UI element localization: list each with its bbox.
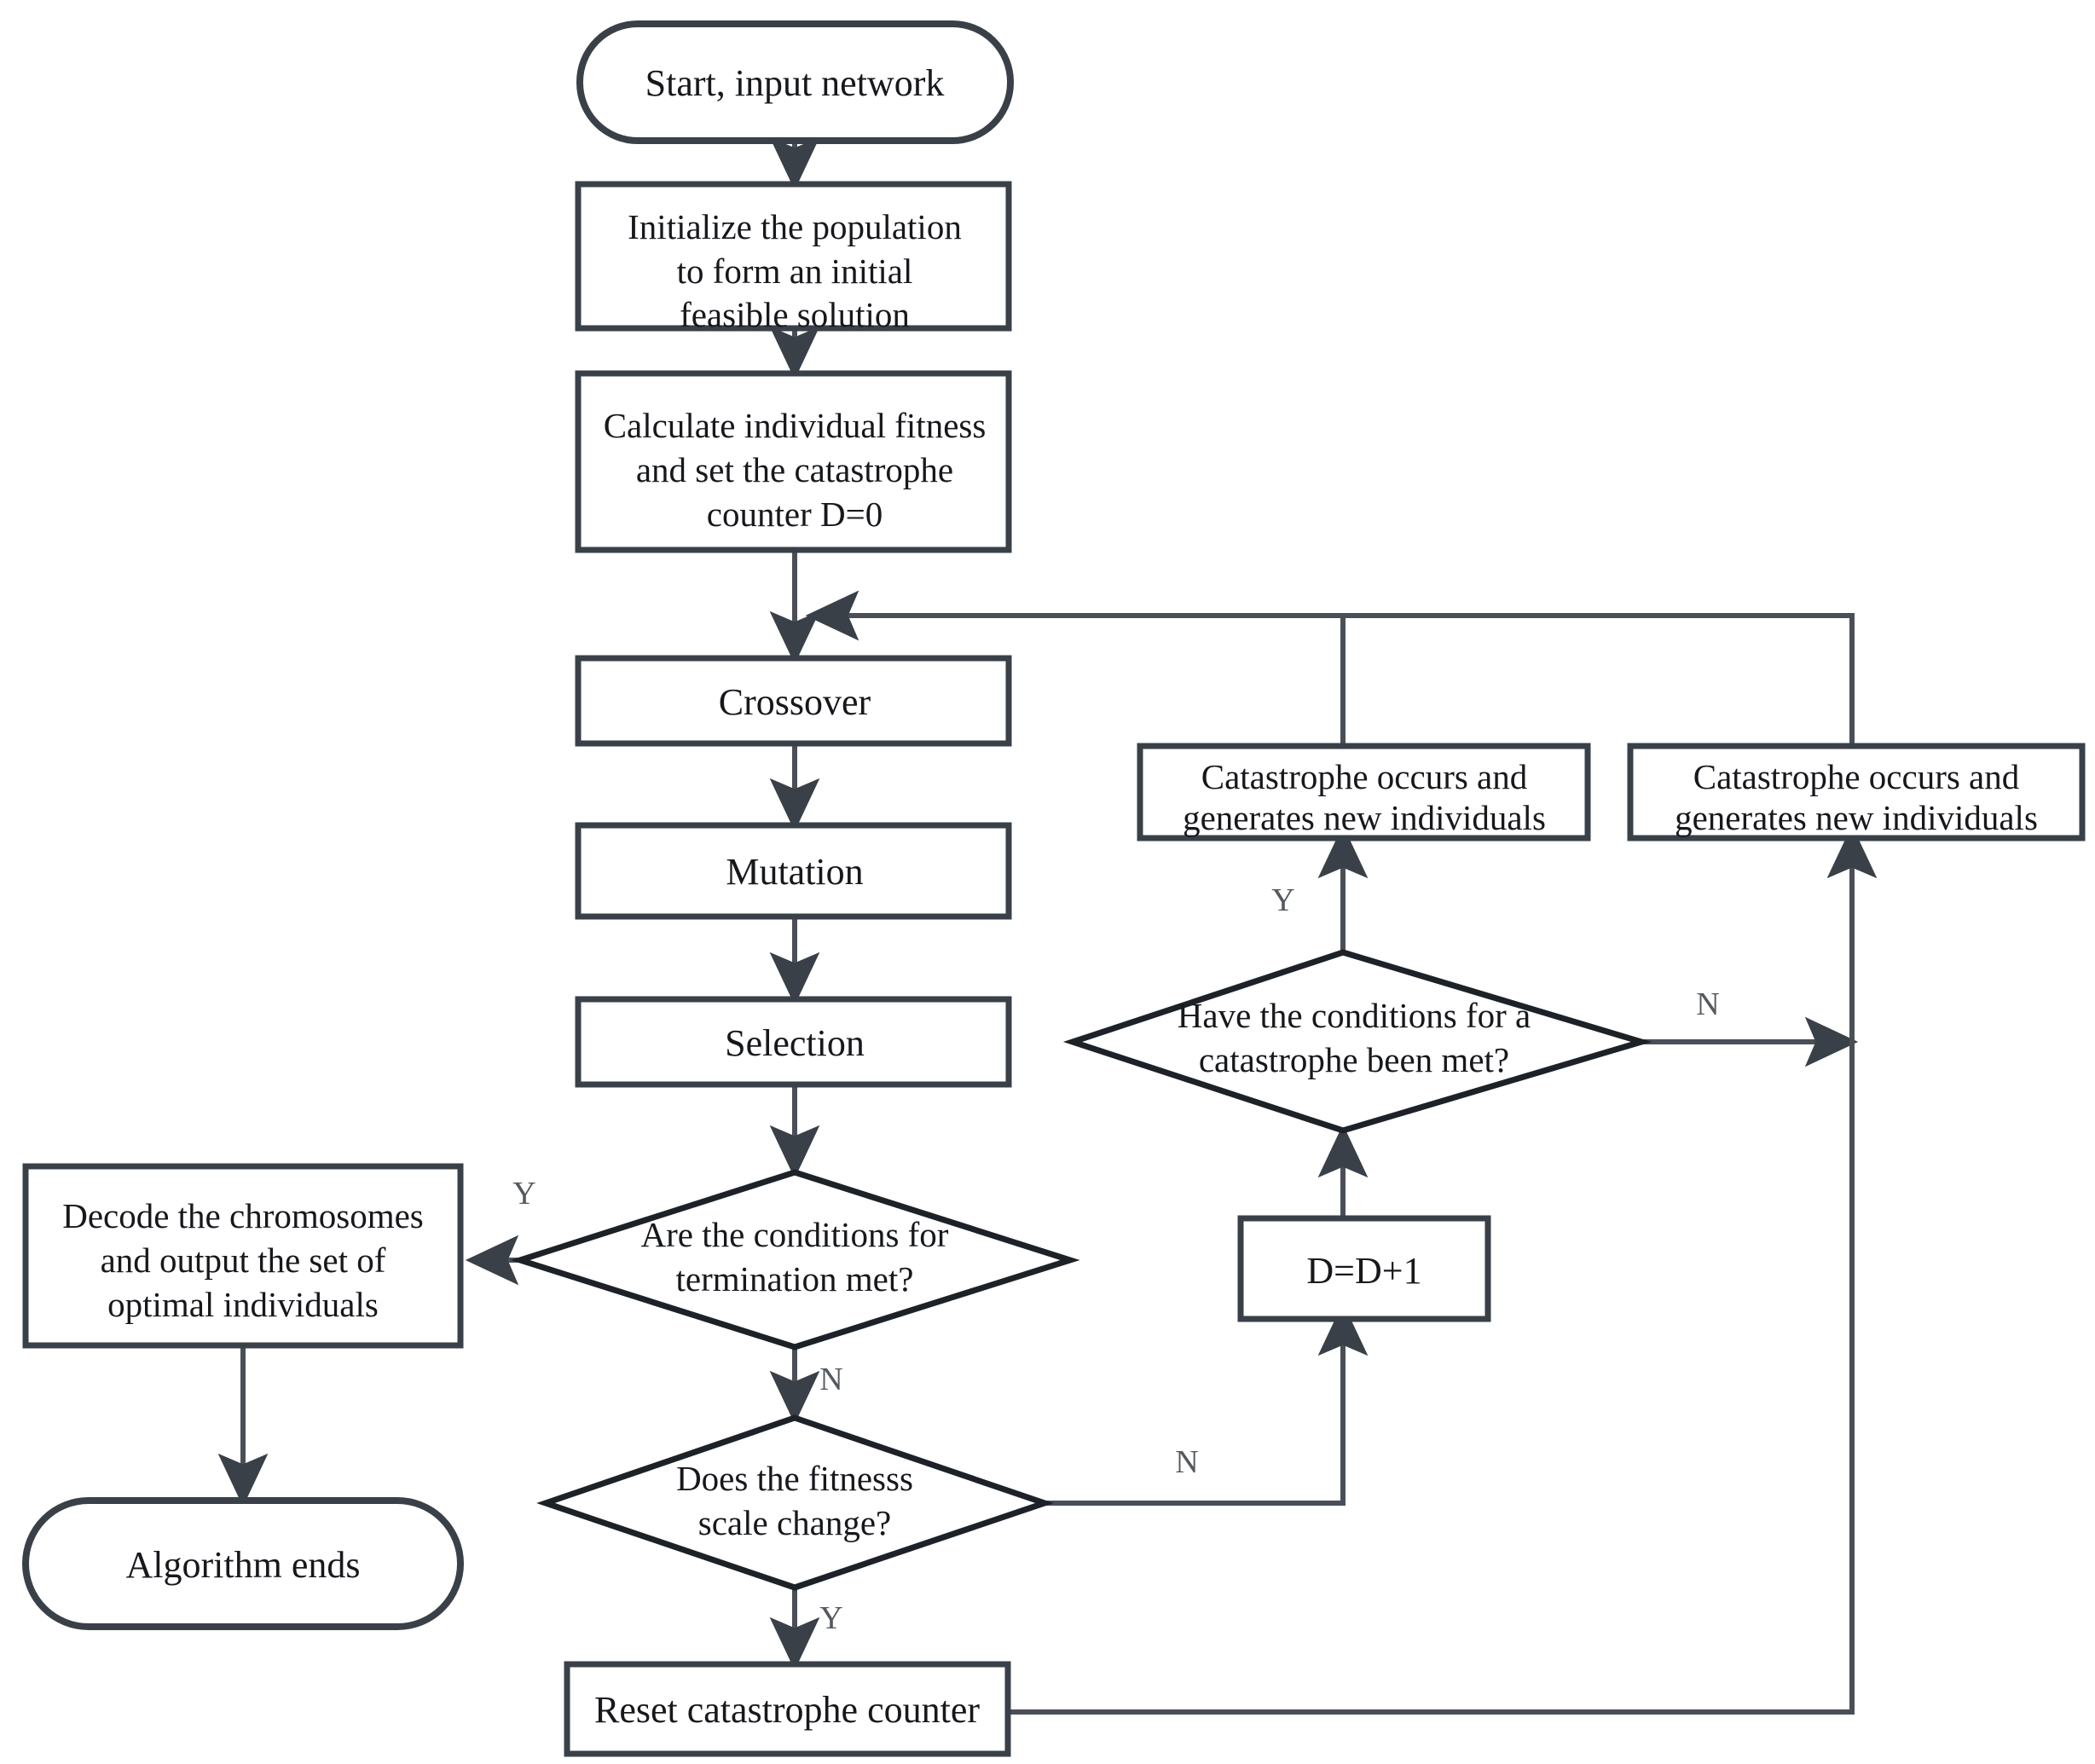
node-decode[interactable]: Decode the chromosomes and output the se… (22, 1163, 464, 1349)
termination-decision-line-2: termination met? (676, 1259, 914, 1298)
reset-counter-label: Reset catastrophe counter (594, 1689, 980, 1731)
catastrophe-decision-line-1: Have the conditions for a (1178, 996, 1531, 1035)
selection-shape[interactable] (575, 996, 1012, 1088)
edge-right-catastrophe-to-loop (805, 590, 1855, 750)
node-start[interactable]: Start, input network (576, 20, 1014, 144)
reset-counter-shape[interactable] (564, 1661, 1011, 1757)
initialize-shape[interactable] (575, 181, 1012, 332)
branch-label-fitness-yes: Y (819, 1600, 842, 1636)
branch-label-catastrophe-no: N (1696, 986, 1719, 1022)
increment-counter-shape[interactable] (1237, 1215, 1491, 1322)
node-calculate-fitness[interactable]: Calculate individual fitness and set the… (575, 370, 1012, 553)
start-shape[interactable] (576, 20, 1014, 144)
start-label: Start, input network (645, 62, 945, 104)
catastrophe-left-line-1: Catastrophe occurs and (1201, 757, 1528, 796)
node-catastrophe-right[interactable]: Catastrophe occurs and generates new ind… (1627, 743, 2086, 842)
branch-label-fitness-no: N (1175, 1444, 1198, 1480)
node-mutation[interactable]: Mutation (575, 822, 1012, 920)
catastrophe-decision-shape[interactable] (1062, 949, 1652, 1134)
catastrophe-right-line-1: Catastrophe occurs and (1693, 757, 2020, 796)
algorithm-ends-label: Algorithm ends (126, 1544, 361, 1586)
algorithm-ends-shape[interactable] (22, 1497, 464, 1630)
initialize-line-2: to form an initial (677, 252, 913, 291)
catastrophe-decision-line-2: catastrophe been met? (1199, 1040, 1509, 1079)
branch-labels-layer: Y N N Y Y N (512, 882, 1719, 1636)
calculate-fitness-line-1: Calculate individual fitness (604, 406, 987, 445)
calculate-fitness-line-3: counter D=0 (707, 494, 883, 534)
node-reset-counter[interactable]: Reset catastrophe counter (564, 1661, 1011, 1757)
node-termination-decision[interactable]: Are the conditions for termination met? (510, 1169, 1080, 1350)
node-catastrophe-decision[interactable]: Have the conditions for a catastrophe be… (1062, 949, 1652, 1134)
initialize-line-1: Initialize the population (628, 207, 962, 246)
mutation-label: Mutation (726, 851, 863, 893)
termination-decision-shape[interactable] (510, 1169, 1080, 1350)
branch-label-termination-yes: Y (512, 1176, 535, 1212)
selection-label: Selection (725, 1022, 865, 1064)
node-algorithm-ends[interactable]: Algorithm ends (22, 1497, 464, 1630)
edges-layer (217, 136, 1878, 1715)
node-catastrophe-left[interactable]: Catastrophe occurs and generates new ind… (1137, 743, 1591, 842)
fitness-scale-line-1: Does the fitnesss (676, 1459, 913, 1498)
fitness-scale-decision-shape[interactable] (536, 1414, 1054, 1591)
node-fitness-scale-decision[interactable]: Does the fitnesss scale change? (536, 1414, 1054, 1591)
calculate-fitness-line-2: and set the catastrophe (636, 450, 953, 489)
branch-label-termination-no: N (819, 1362, 842, 1397)
crossover-shape[interactable] (575, 655, 1012, 747)
fitness-scale-line-2: scale change? (698, 1503, 891, 1542)
catastrophe-right-shape[interactable] (1627, 743, 2086, 842)
node-selection[interactable]: Selection (575, 996, 1012, 1088)
decode-line-3: optimal individuals (107, 1285, 379, 1324)
edge-fitness-no-to-increment (1045, 1302, 1369, 1506)
decode-shape[interactable] (22, 1163, 464, 1349)
catastrophe-left-line-2: generates new individuals (1183, 798, 1546, 837)
edge-reset-to-right-catastrophe-box (1008, 824, 1878, 1715)
catastrophe-left-shape[interactable] (1137, 743, 1591, 842)
initialize-line-3: feasible solution (680, 295, 910, 334)
node-increment-counter[interactable]: D=D+1 (1237, 1215, 1491, 1322)
termination-decision-line-1: Are the conditions for (641, 1215, 949, 1254)
node-crossover[interactable]: Crossover (575, 655, 1012, 747)
decode-line-1: Decode the chromosomes (62, 1196, 424, 1235)
node-initialize[interactable]: Initialize the population to form an ini… (575, 181, 1012, 334)
calculate-fitness-shape[interactable] (575, 370, 1012, 553)
crossover-label: Crossover (719, 681, 871, 723)
catastrophe-right-line-2: generates new individuals (1675, 798, 2038, 837)
branch-label-catastrophe-yes: Y (1271, 882, 1294, 918)
increment-counter-label: D=D+1 (1306, 1250, 1421, 1292)
mutation-shape[interactable] (575, 822, 1012, 920)
decode-line-2: and output the set of (101, 1241, 386, 1280)
